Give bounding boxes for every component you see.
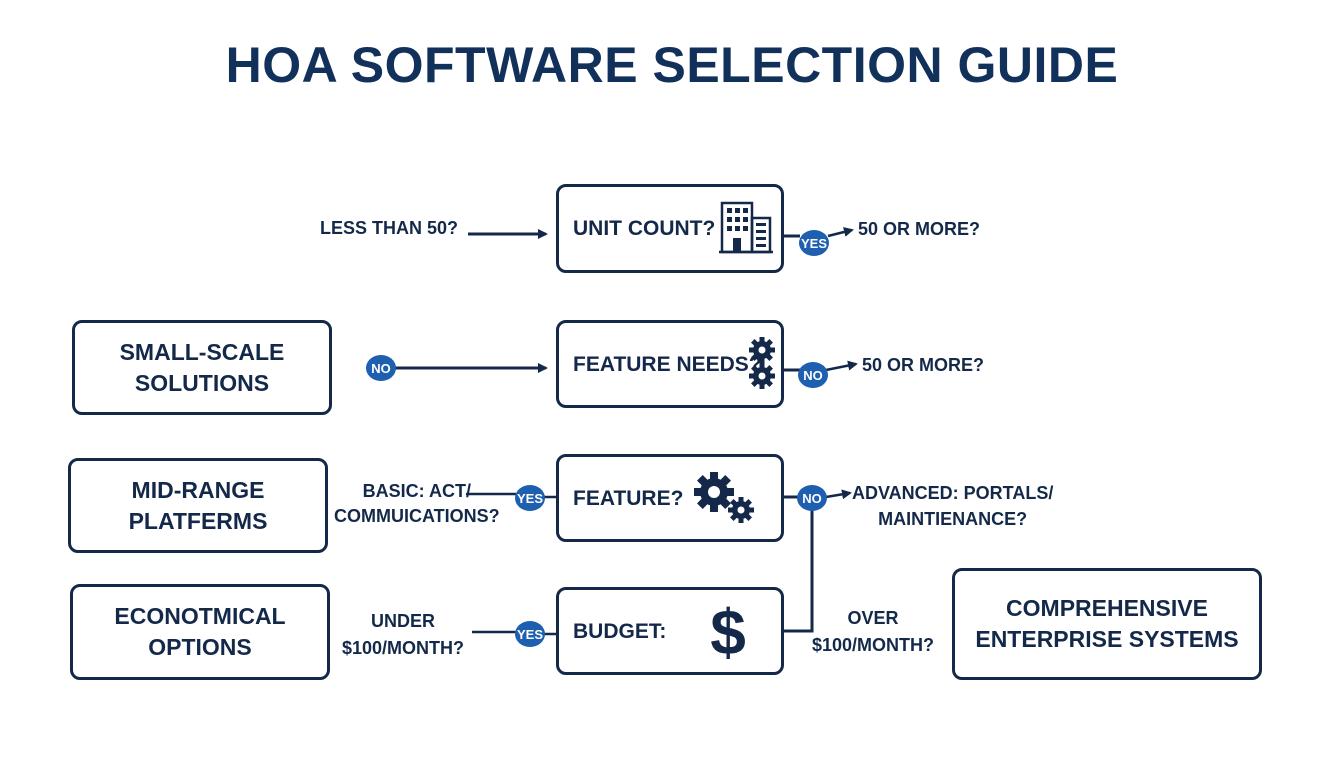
no-badge: NO [797,485,827,511]
budget-node: BUDGET: [556,587,784,675]
arrow-no-to-50-or-more [825,360,858,372]
economical-line-1: ECONOTMICAL [114,603,286,629]
basic-line-2: COMMUICATIONS? [334,506,500,526]
under-line-2: $100/MONTH? [342,638,465,658]
no-badge: NO [798,362,828,388]
fifty-or-more-label: 50 OR MORE? [862,355,985,375]
dollar-icon: $ [710,596,746,664]
feature-node: FEATURE? [556,454,784,542]
svg-text:$: $ [710,596,746,664]
advanced-line-2: MAINTIENANCE? [878,509,1028,529]
yes-badge: YES [515,485,545,511]
economical-line-2: OPTIONS [148,634,252,660]
arrow-no-to-advanced [825,489,852,500]
enterprise-line-1: COMPREHENSIVE [1006,595,1208,621]
fifty-or-more-label: 50 OR MORE? [858,219,981,239]
under-line-1: UNDER [371,611,436,631]
line-budget-to-no [783,510,814,633]
page-title: HOA SOFTWARE SELECTION GUIDE [225,37,1119,93]
economical-options-node: ECONOTMICAL OPTIONS [70,584,330,680]
yes-badge: YES [515,621,545,647]
advanced-line-1: ADVANCED: PORTALS/ [852,483,1054,503]
over-line-1: OVER [847,608,899,628]
basic-line-1: BASIC: ACT/ [362,481,471,501]
feature-label: FEATURE? [573,486,684,510]
no-badge: NO [366,355,396,381]
mid-range-line-2: PLATFERMS [128,507,268,534]
enterprise-line-2: ENTERPRISE SYSTEMS [975,626,1239,652]
building-icon [719,201,773,254]
unit-count-label: UNIT COUNT? [573,217,716,240]
mid-range-line-1: MID-RANGE [131,476,265,503]
budget-label: BUDGET: [573,619,667,643]
small-scale-solutions-node: SMALL-SCALE SOLUTIONS [72,320,332,415]
basic-label: BASIC: ACT/ COMMUICATIONS? [334,479,500,529]
advanced-label: ADVANCED: PORTALS/ MAINTIENANCE? [852,480,1053,532]
over-label: OVER $100/MONTH? [812,605,934,659]
arrow-yes-to-50-or-more [827,227,854,238]
mid-range-platforms-node: MID-RANGE PLATFERMS [68,458,328,553]
comprehensive-enterprise-node: COMPREHENSIVE ENTERPRISE SYSTEMS [952,568,1262,680]
small-scale-line-2: SOLUTIONS [134,369,270,396]
feature-needs-node: FEATURE NEEDS? [556,320,784,408]
over-line-2: $100/MONTH? [812,635,935,655]
under-label: UNDER $100/MONTH? [342,608,464,662]
feature-needs-label: FEATURE NEEDS? [573,352,762,376]
gears-icon [694,472,754,523]
yes-badge: YES [799,230,829,256]
unit-count-node: UNIT COUNT? [556,184,784,273]
less-than-50-label: LESS THAN 50? [320,218,459,238]
gears-icon [749,337,775,389]
small-scale-line-1: SMALL-SCALE [119,338,285,365]
